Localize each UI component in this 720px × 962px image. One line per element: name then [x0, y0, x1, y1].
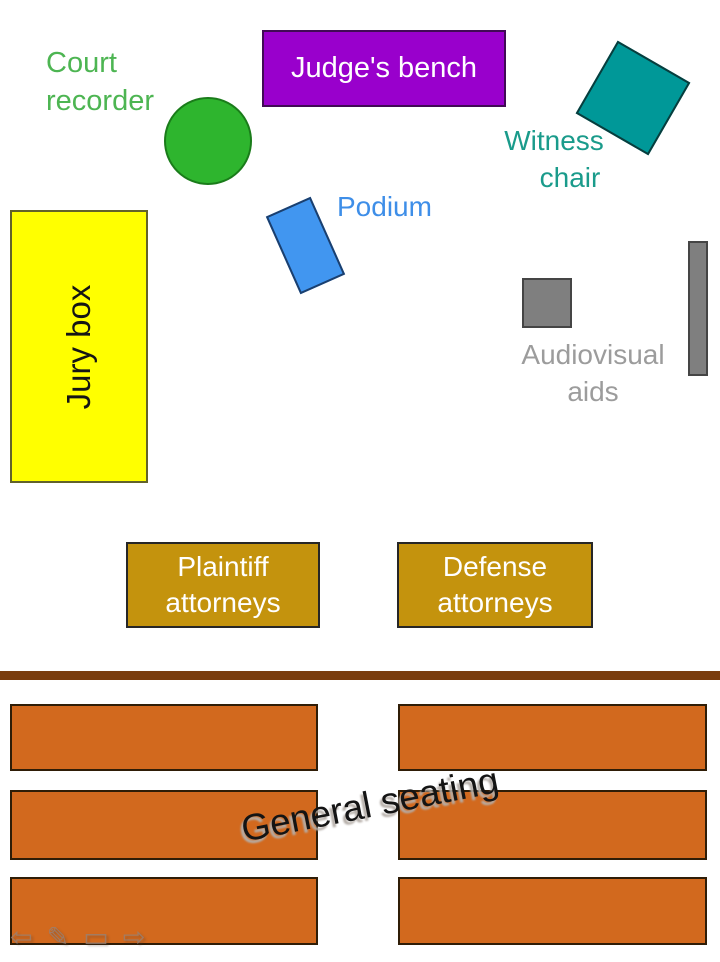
plaintiff-attorneys-table: Plaintiff attorneys: [126, 542, 320, 628]
judges-bench-label: Judge's bench: [290, 52, 478, 84]
presentation-nav-toolbar: ⇦ ✎ ▭ ⇨: [10, 922, 145, 952]
previous-slide-icon[interactable]: ⇦: [10, 922, 33, 952]
jury-box: Jury box: [10, 210, 148, 483]
slide-menu-icon[interactable]: ▭: [83, 922, 109, 952]
defense-attorneys-table: Defense attorneys: [397, 542, 593, 628]
audiovisual-equipment-square: [522, 278, 572, 328]
audiovisual-screen-bar: [688, 241, 708, 376]
jury-box-label: Jury box: [60, 284, 97, 409]
seating-bench: [10, 790, 318, 860]
podium-shape: [265, 196, 346, 295]
court-recorder-seat-circle: [164, 97, 252, 185]
seating-bench: [10, 704, 318, 771]
next-slide-icon[interactable]: ⇨: [122, 922, 146, 952]
seating-bench: [398, 790, 707, 860]
seating-bench: [10, 877, 318, 945]
seating-bench: [398, 704, 707, 771]
audiovisual-aids-label: Audiovisual aids: [521, 339, 665, 407]
judges-bench: Judge's bench: [262, 30, 506, 107]
seating-bench: [398, 877, 707, 945]
bar-rail-divider: [0, 671, 720, 680]
podium-label: Podium: [337, 191, 432, 222]
pen-icon[interactable]: ✎: [46, 922, 70, 952]
witness-chair-label: Witness chair: [504, 125, 604, 193]
court-recorder-label: Court recorder: [46, 47, 154, 117]
